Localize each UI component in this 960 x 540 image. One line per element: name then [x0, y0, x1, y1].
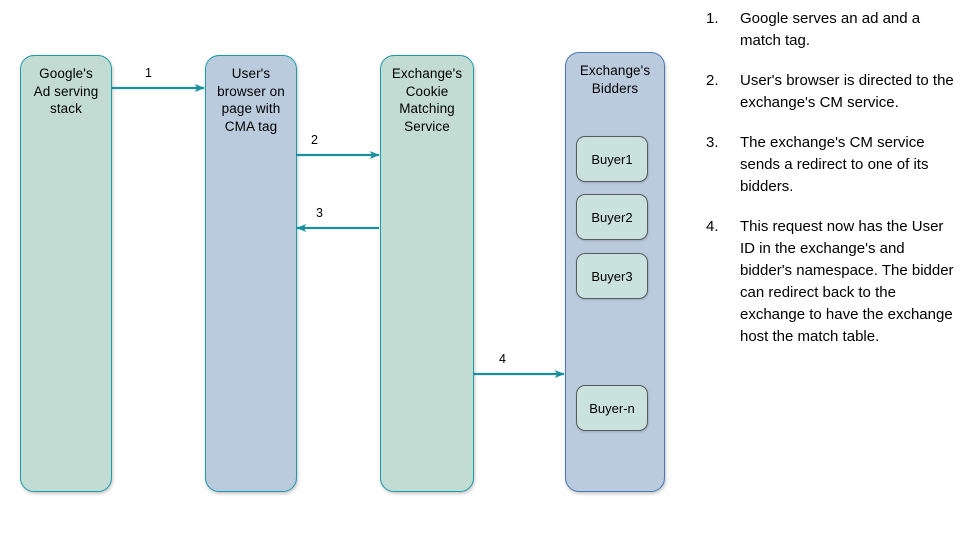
step-number-2: 2.: [706, 72, 719, 89]
list-item: 1. Google serves an ad and a match tag.: [706, 8, 954, 52]
buyer-box-buyer1[interactable]: Buyer1: [576, 136, 648, 182]
buyer-label-buyer3: Buyer3: [591, 268, 633, 284]
list-item: 2. User's browser is directed to the exc…: [706, 70, 954, 114]
step-text-4: This request now has the User ID in the …: [740, 218, 954, 345]
step-number-4: 4.: [706, 218, 719, 235]
buyer-box-buyer3[interactable]: Buyer3: [576, 253, 648, 299]
buyer-label-buyer1: Buyer1: [591, 151, 633, 167]
arrow-label-4: 4: [499, 352, 506, 366]
step-text-3: The exchange's CM service sends a redire…: [740, 134, 929, 195]
buyer-label-buyer2: Buyer2: [591, 209, 633, 225]
buyer-box-buyer-n[interactable]: Buyer-n: [576, 385, 648, 431]
buyer-box-buyer2[interactable]: Buyer2: [576, 194, 648, 240]
steps-list: 1. Google serves an ad and a match tag. …: [706, 8, 954, 366]
step-number-1: 1.: [706, 10, 719, 27]
buyer-label-buyer-n: Buyer-n: [589, 400, 635, 416]
step-text-2: User's browser is directed to the exchan…: [740, 72, 954, 111]
step-text-1: Google serves an ad and a match tag.: [740, 10, 921, 49]
list-item: 4. This request now has the User ID in t…: [706, 216, 954, 348]
arrow-label-1: 1: [145, 66, 152, 80]
step-number-3: 3.: [706, 134, 719, 151]
list-item: 3. The exchange's CM service sends a red…: [706, 132, 954, 198]
arrow-label-2: 2: [311, 133, 318, 147]
arrow-label-3: 3: [316, 206, 323, 220]
